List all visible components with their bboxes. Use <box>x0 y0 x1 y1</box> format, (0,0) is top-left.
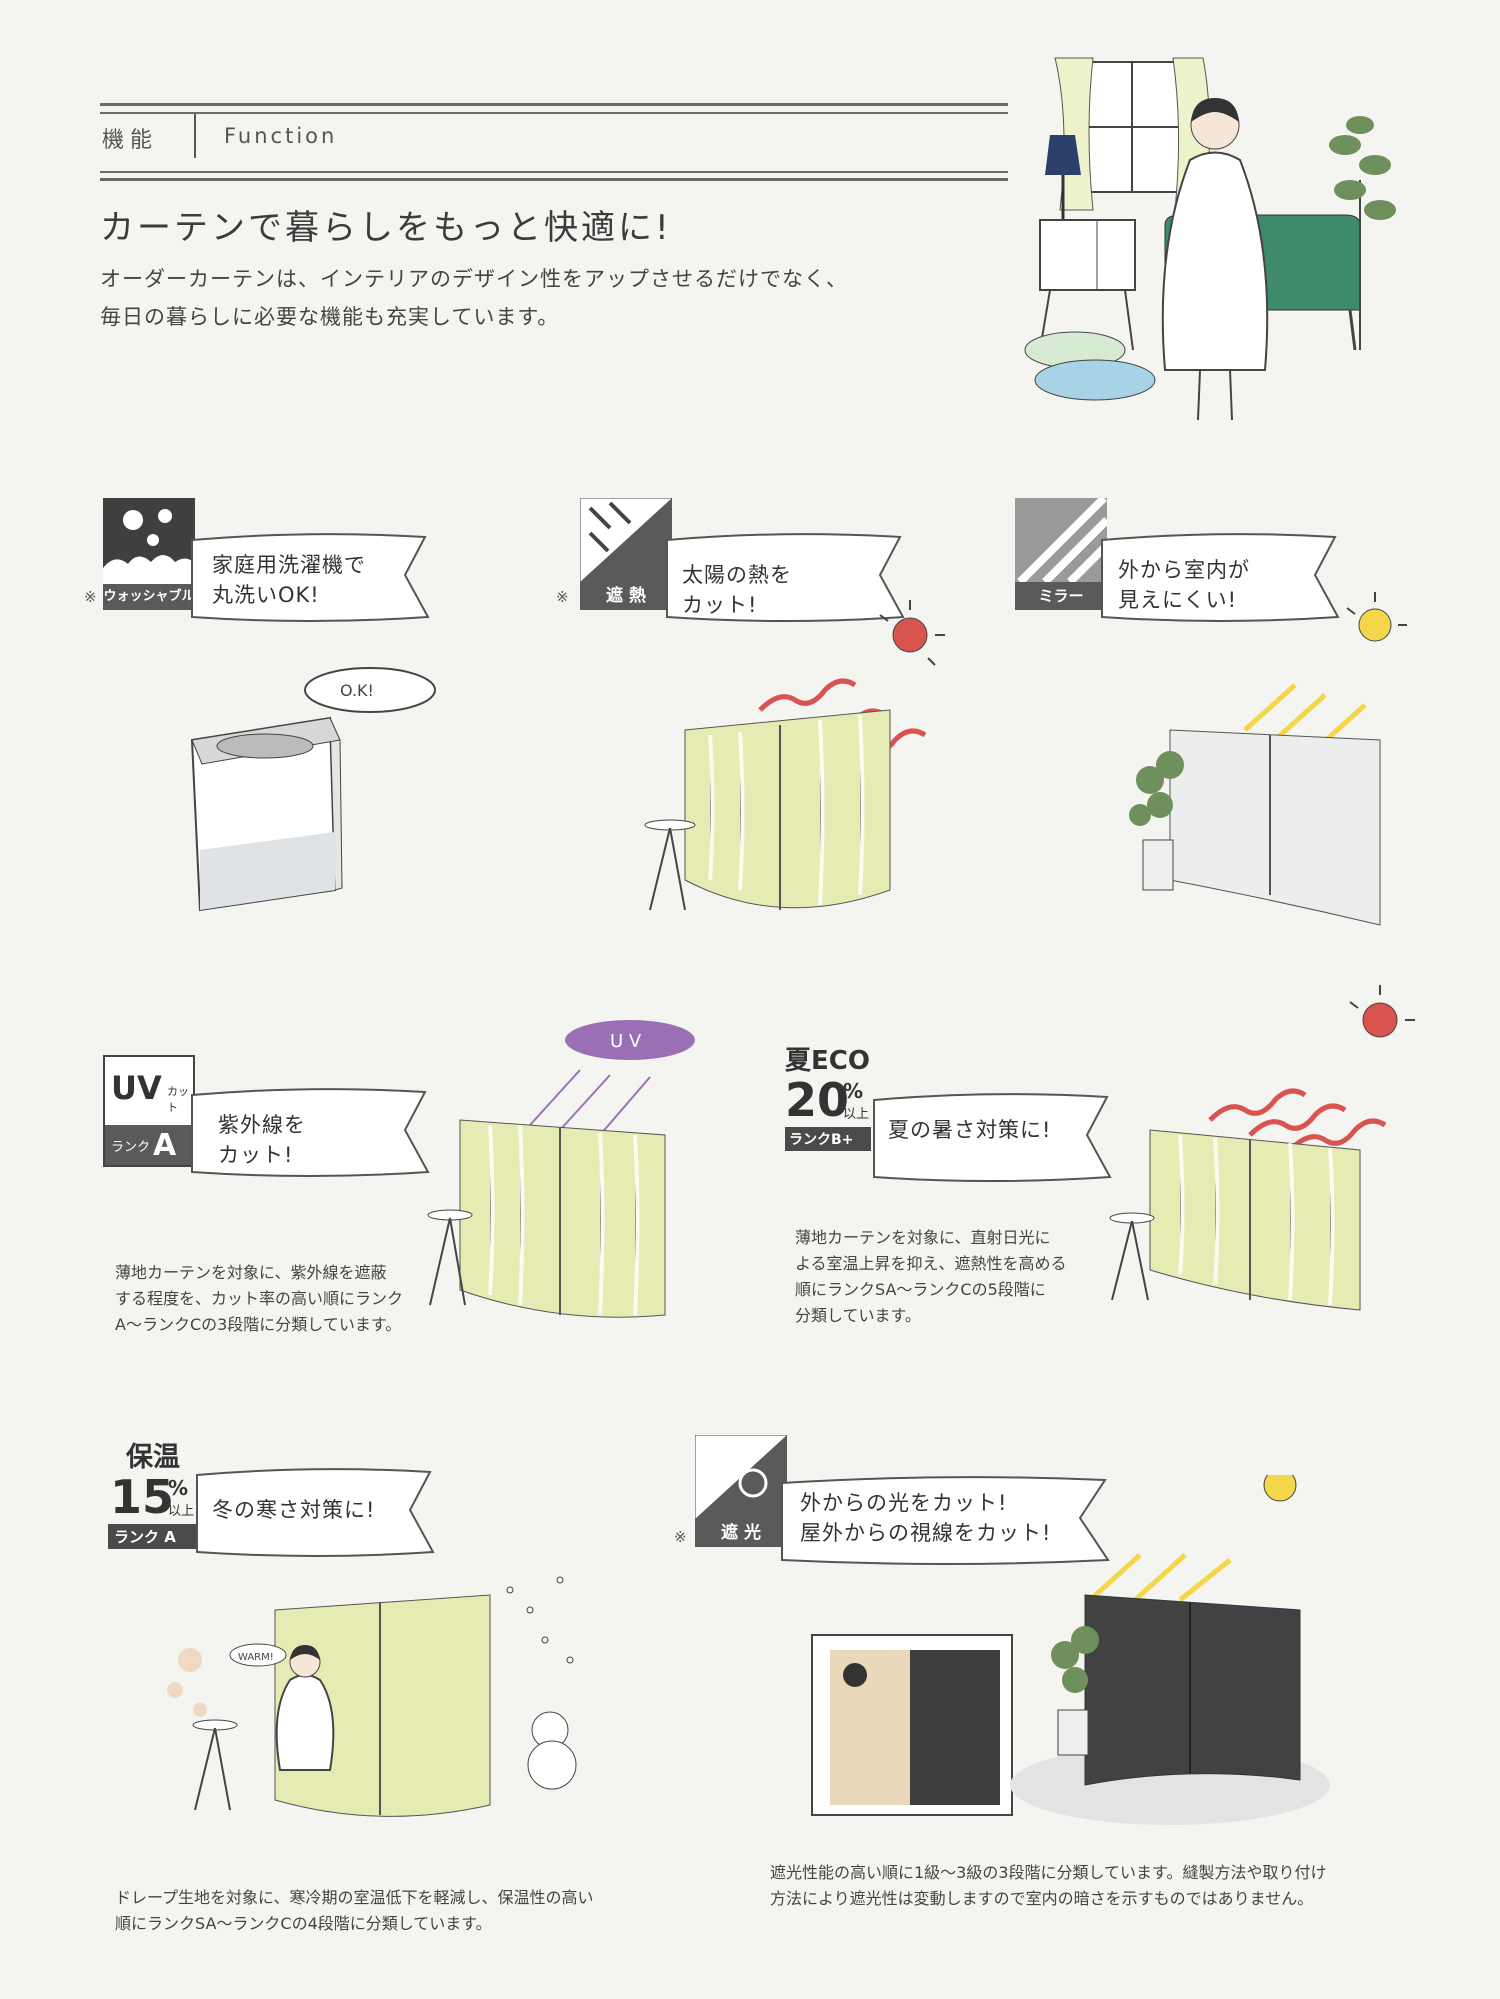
uv-curtain-illustration: U V <box>427 1020 695 1318</box>
blackout-badge: 遮 光 <box>695 1435 787 1547</box>
heat-retention-description: ドレープ生地を対象に、寒冷期の室温低下を軽減し、保温性の高い順にランクSA〜ラン… <box>115 1885 594 1937</box>
heat-retention-badge-label: 保温 <box>126 1442 180 1473</box>
heat-retention-banner <box>196 1468 435 1557</box>
heat-shield-banner <box>666 533 905 622</box>
blackout-desc-2: 方法により遮光性は変動しますので室内の暗さを示すものではありません。 <box>770 1889 1314 1908</box>
heat-retention-rank: ランク A <box>108 1524 200 1549</box>
summer-eco-rank: ランクB+ <box>785 1127 871 1151</box>
mirror-banner <box>1101 533 1340 622</box>
warm-bubble-text: WARM! <box>238 1652 274 1663</box>
uv-description: 薄地カーテンを対象に、紫外線を遮蔽する程度を、カット率の高い順にランク A〜ランク… <box>115 1260 403 1338</box>
header-divider <box>194 114 196 158</box>
heat-shield-text: 太陽の熱をカット! <box>682 560 792 620</box>
uv-badge: UV カット ランク A <box>103 1055 195 1167</box>
summer-eco-badge-label: 夏ECO <box>785 1046 870 1076</box>
uv-banner <box>191 1088 430 1177</box>
section-label-en: Function <box>224 124 338 148</box>
mirror-text: 外から室内が見えにくい! <box>1118 555 1250 615</box>
washable-badge-label: ウォッシャブル <box>103 589 195 604</box>
sun-block-icon <box>695 1435 787 1519</box>
heat-shield-badge: 遮 熱 <box>580 498 672 610</box>
summer-eco-percent-sign: % <box>843 1079 864 1103</box>
mirror-badge: ミラー <box>1015 498 1107 610</box>
summer-eco-description: 薄地カーテンを対象に、直射日光による室温上昇を抑え、遮熱性を高める順にランクSA… <box>795 1225 1067 1329</box>
mirror-text-1: 外から室内が <box>1118 558 1250 582</box>
heat-shield-note-mark: ※ <box>556 588 569 606</box>
summer-desc-2: よる室温上昇を抑え、遮熱性を高める <box>795 1254 1067 1273</box>
washable-banner <box>191 533 430 622</box>
uv-badge-label: UV <box>111 1069 162 1107</box>
uv-desc-2: する程度を、カット率の高い順にランク <box>115 1289 404 1308</box>
washable-text-2: 丸洗いOK! <box>212 583 320 607</box>
summer-eco-text: 夏の暑さ対策に! <box>888 1118 1052 1142</box>
heat-retention-text: 冬の寒さ対策に! <box>212 1498 376 1522</box>
summer-desc-4: 分類しています。 <box>795 1306 921 1325</box>
uv-label: U V <box>610 1031 642 1052</box>
washable-badge: ウォッシャブル <box>103 498 195 610</box>
blackout-banner <box>781 1476 1110 1565</box>
uv-desc-1: 薄地カーテンを対象に、紫外線を遮蔽 <box>115 1263 387 1282</box>
intro-line-1: オーダーカーテンは、インテリアのデザイン性をアップさせるだけでなく、 <box>100 267 848 291</box>
page-title: カーテンで暮らしをもっと快適に! <box>100 208 672 248</box>
heat-retention-percent-sign: % <box>168 1476 189 1500</box>
washable-text: 家庭用洗濯機で丸洗いOK! <box>212 550 366 610</box>
summer-desc-3: 順にランクSA〜ランクCの5段階に <box>795 1280 1046 1299</box>
mirror-curtain-illustration <box>1129 592 1407 926</box>
blackout-desc-1: 遮光性能の高い順に1級〜3級の3段階に分類しています。縫製方法や取り付け <box>770 1863 1327 1882</box>
blackout-illustration <box>811 1475 1330 1825</box>
uv-badge-rank-letter: A <box>153 1128 177 1163</box>
blackout-text-1: 外からの光をカット! <box>800 1491 1008 1515</box>
washable-text-1: 家庭用洗濯機で <box>212 553 366 577</box>
intro-line-2: 毎日の暮らしに必要な機能も充実しています。 <box>100 305 560 329</box>
header-rule-bottom2 <box>100 178 1008 181</box>
ok-bubble-text: O.K! <box>340 681 374 700</box>
uv-badge-rank: ランク <box>111 1140 151 1155</box>
heat-retention-desc-1: ドレープ生地を対象に、寒冷期の室温低下を軽減し、保温性の高い <box>115 1888 594 1907</box>
blackout-text-2: 屋外からの視線をカット! <box>800 1521 1052 1545</box>
heat-retention-badge: 保温 15 % 以上 ランク A <box>108 1435 208 1560</box>
heat-shield-badge-label: 遮 熱 <box>606 586 646 606</box>
living-room-illustration <box>1024 57 1396 421</box>
mirror-badge-label: ミラー <box>1038 587 1084 605</box>
summer-eco-banner <box>873 1093 1112 1182</box>
intro-text: オーダーカーテンは、インテリアのデザイン性をアップさせるだけでなく、 毎日の暮ら… <box>100 260 848 336</box>
uv-desc-3: A〜ランクCの3段階に分類しています。 <box>115 1315 402 1334</box>
bubbles-icon <box>103 498 195 584</box>
heat-shield-text-1: 太陽の熱を <box>682 563 792 587</box>
heat-retention-percent: 15 <box>110 1470 175 1524</box>
uv-text-1: 紫外線を <box>218 1113 306 1137</box>
blackout-text: 外からの光をカット! 屋外からの視線をカット! <box>800 1488 1051 1548</box>
blackout-description: 遮光性能の高い順に1級〜3級の3段階に分類しています。縫製方法や取り付け方法によ… <box>770 1860 1326 1912</box>
header-rule-bottom <box>100 171 1008 173</box>
heat-arrows-icon <box>580 498 672 582</box>
blackout-note-mark: ※ <box>674 1528 687 1546</box>
heat-retention-above: 以上 <box>168 1504 195 1519</box>
washable-note-mark: ※ <box>84 588 97 606</box>
blackout-badge-label: 遮 光 <box>721 1523 761 1543</box>
header-rule-top2 <box>100 112 1008 114</box>
winter-curtain-illustration: WARM! <box>167 1576 577 1817</box>
mirror-text-2: 見えにくい! <box>1118 588 1237 612</box>
washing-machine-illustration: O.K! <box>190 667 436 912</box>
heat-retention-desc-2: 順にランクSA〜ランクCの4段階に分類しています。 <box>115 1914 492 1933</box>
section-label-jp: 機能 <box>102 128 159 153</box>
uv-text: 紫外線をカット! <box>218 1110 306 1170</box>
mirror-stripes-icon <box>1015 498 1107 582</box>
summer-desc-1: 薄地カーテンを対象に、直射日光に <box>795 1228 1051 1247</box>
heat-curtain-illustration <box>644 600 945 911</box>
summer-eco-badge: 夏ECO 20 % 以上 ランクB+ <box>785 1040 875 1160</box>
summer-eco-percent: 20 <box>785 1073 850 1127</box>
summer-eco-above: 以上 <box>843 1107 870 1122</box>
uv-badge-sub: カット <box>167 1085 189 1114</box>
summer-curtain-illustration <box>1109 985 1415 1311</box>
header-rule-top <box>100 103 1008 106</box>
heat-shield-text-2: カット! <box>682 593 758 617</box>
uv-text-2: カット! <box>218 1143 294 1167</box>
